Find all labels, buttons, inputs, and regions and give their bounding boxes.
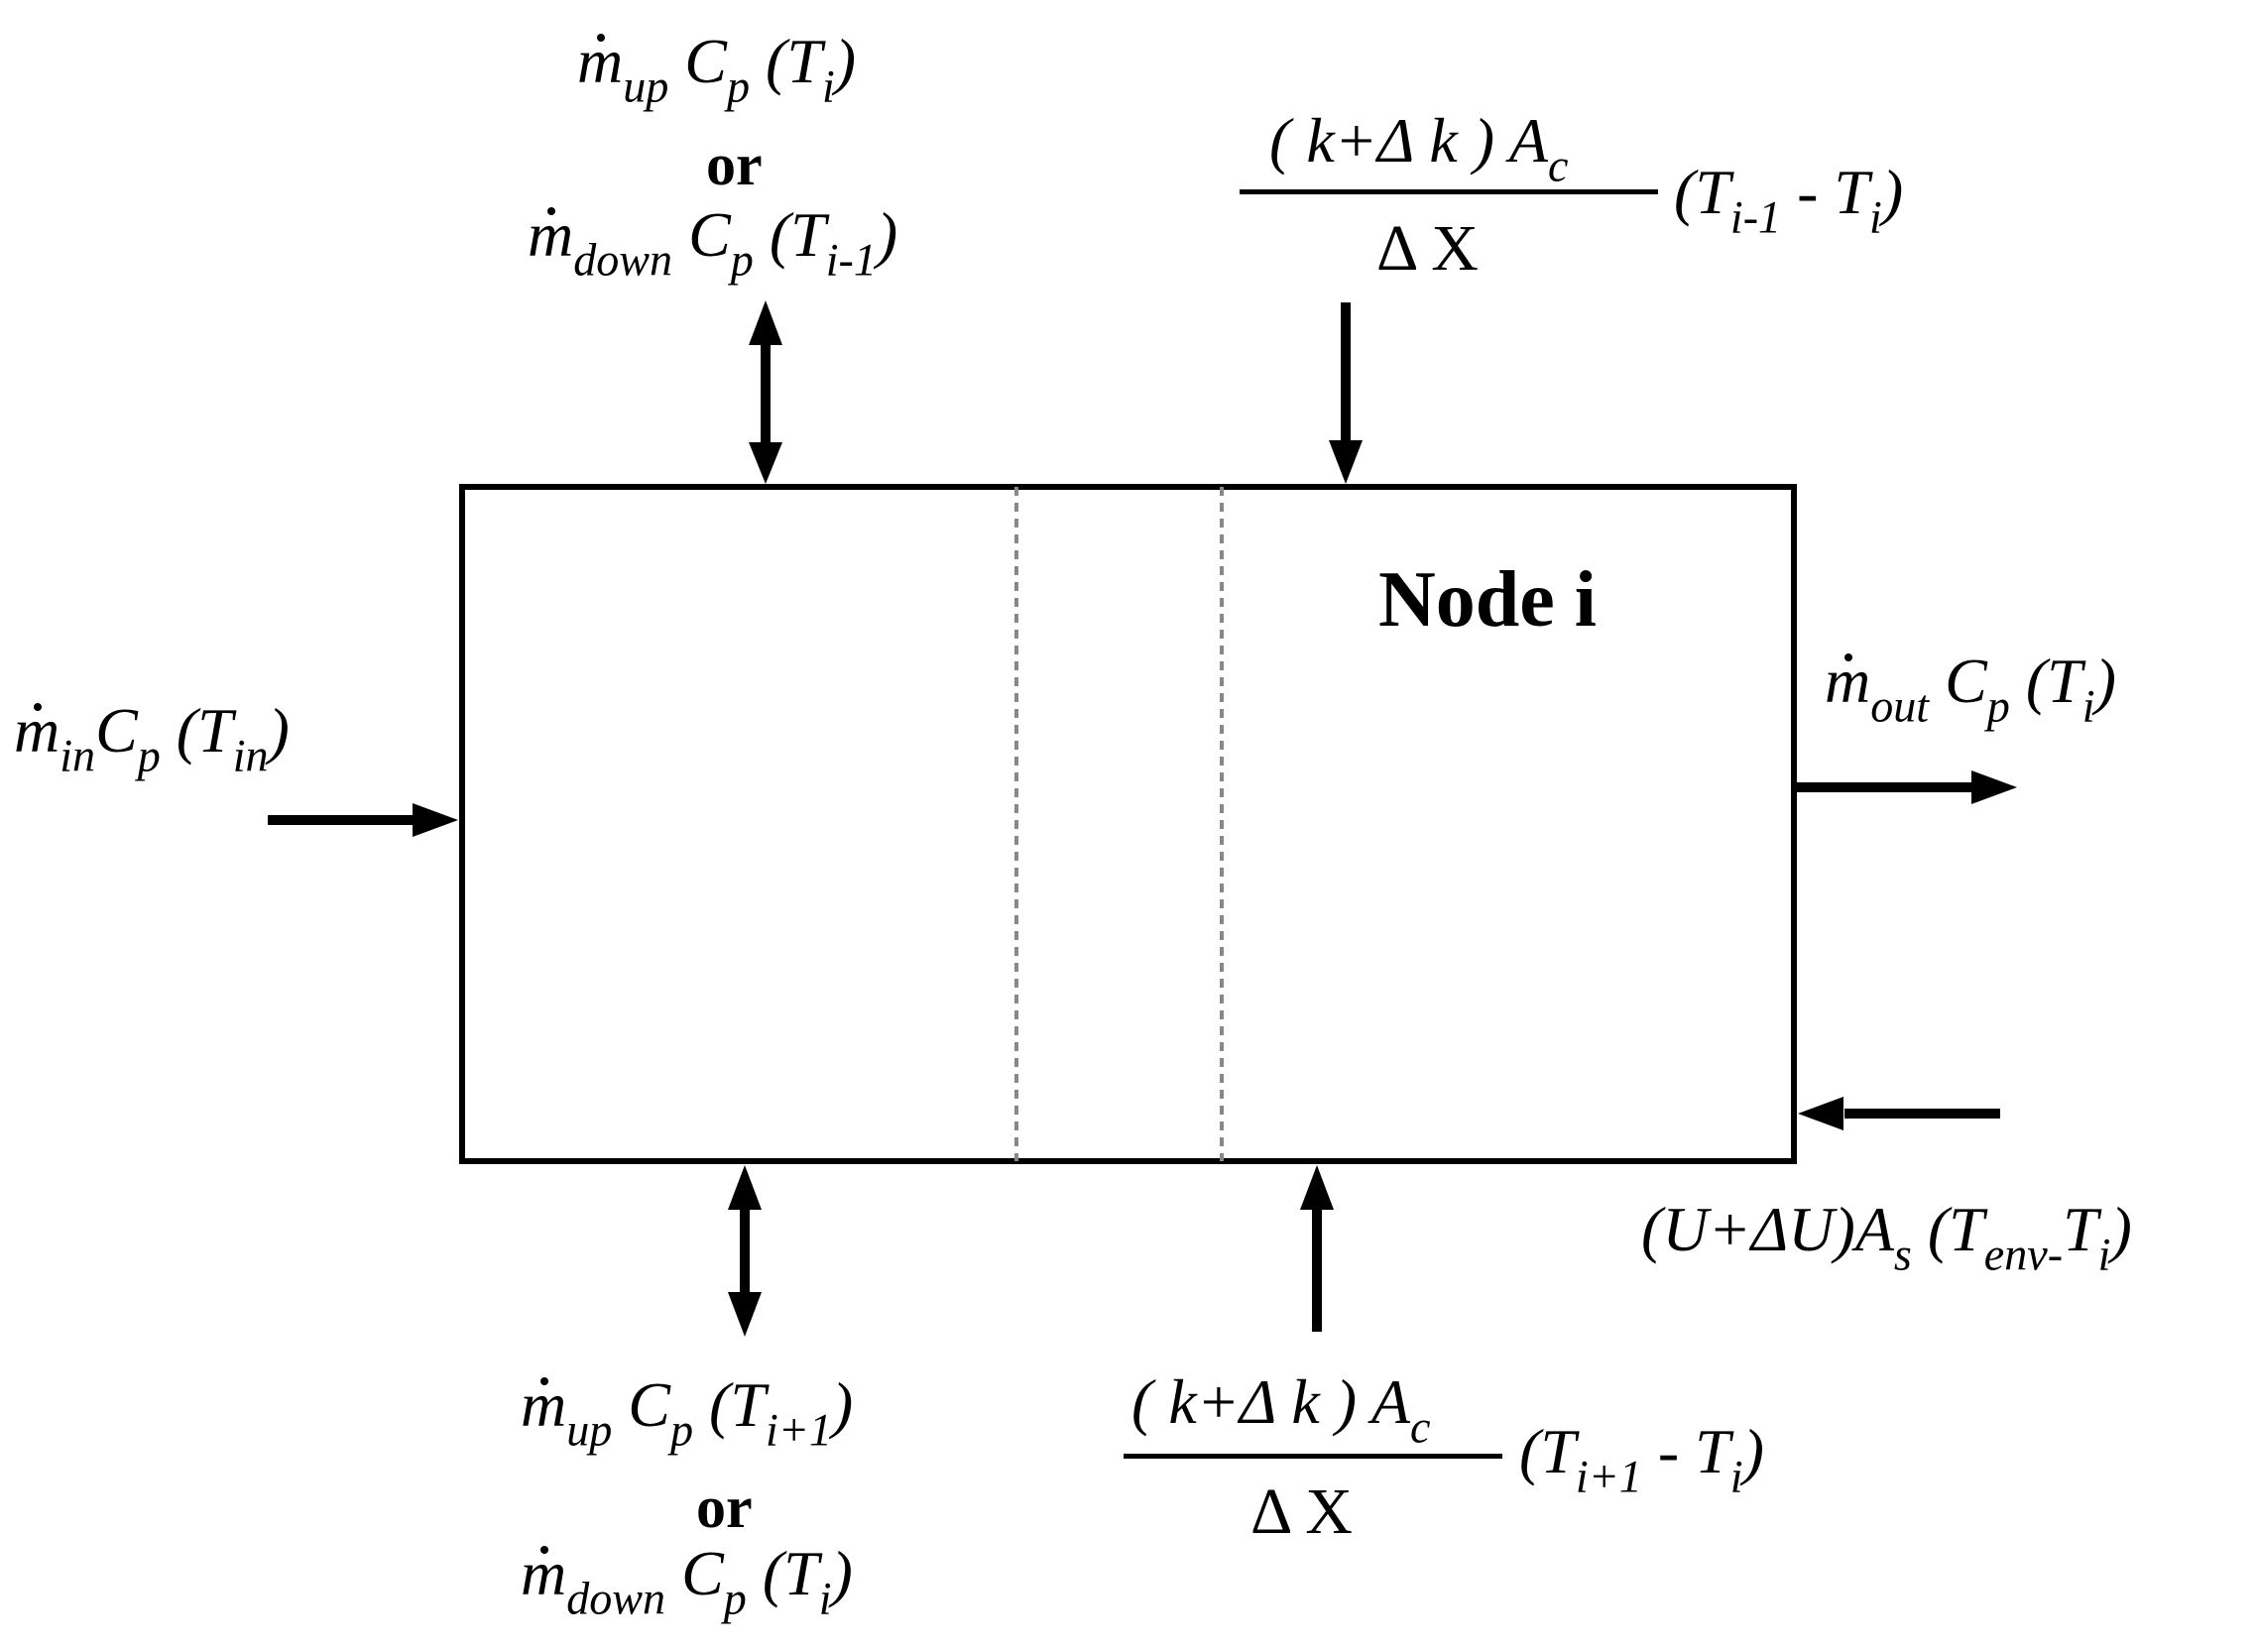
label-top-mdown: mdown Cp (Ti-1) [528, 199, 898, 286]
frac-bottom-bar [1124, 1454, 1502, 1459]
node-box [459, 484, 1797, 1164]
arrow-bottom-left-bidirectional [728, 1165, 762, 1337]
label-top-temp-diff: (Ti-1 - Ti) [1674, 157, 1904, 243]
arrow-top-right-down [1329, 302, 1363, 484]
or-top: or [706, 132, 763, 197]
label-inflow: minCp (Tin) [14, 695, 290, 781]
or-bottom: or [696, 1475, 753, 1540]
frac-bottom-denominator: Δ X [1250, 1475, 1353, 1548]
frac-top-numerator: ( k+Δ k ) Ac [1269, 105, 1569, 191]
arrow-right-env-inflow [1798, 1097, 2000, 1130]
arrow-bottom-right-up [1300, 1165, 1334, 1332]
label-env-loss: (U+ΔU)As (Tenv-Ti) [1641, 1194, 2132, 1280]
frac-bottom-numerator: ( k+Δ k ) Ac [1131, 1366, 1431, 1453]
label-bottom-temp-diff: (Ti+1 - Ti) [1519, 1416, 1764, 1502]
node-title: Node i [1378, 556, 1597, 644]
label-top-mup: mup Cp (Ti) [577, 26, 857, 112]
arrow-left-inflow [268, 803, 458, 837]
label-bottom-mup: mup Cp (Ti+1) [521, 1369, 854, 1456]
label-outflow: mout Cp (Ti) [1825, 646, 2116, 732]
arrow-top-left-bidirectional [749, 300, 782, 484]
arrow-right-outflow [1797, 770, 2017, 804]
label-bottom-mdown: mdown Cp (Ti) [521, 1538, 853, 1624]
frac-top-bar [1240, 189, 1658, 194]
frac-top-denominator: Δ X [1376, 212, 1479, 285]
